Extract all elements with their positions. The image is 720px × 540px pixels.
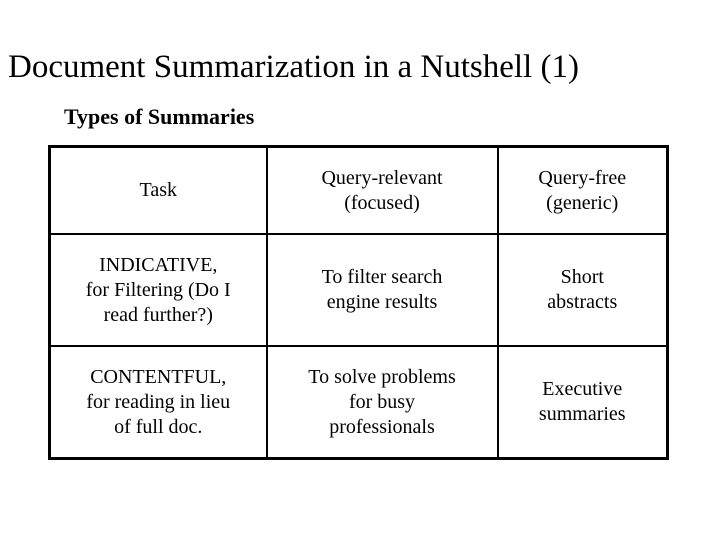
- cell-line: To filter search: [321, 266, 443, 288]
- cell-line: for busy: [348, 390, 416, 413]
- column-header-task: Task: [48, 145, 268, 235]
- cell-line: for reading in lieu: [86, 390, 231, 413]
- cell-query-free-indicative: Short abstracts: [496, 233, 669, 347]
- cell-line: summaries: [538, 403, 626, 425]
- cell-line: engine results: [326, 291, 438, 313]
- column-header-query-free-line1: Query-free: [538, 166, 627, 189]
- column-header-task-label: Task: [139, 179, 177, 201]
- table-row: INDICATIVE, for Filtering (Do I read fur…: [48, 233, 669, 347]
- cell-line: Short: [560, 266, 604, 288]
- column-header-query-free-line2: (generic): [546, 191, 619, 214]
- column-header-query-relevant: Query-relevant (focused): [265, 145, 499, 235]
- cell-line: of full doc.: [114, 415, 203, 438]
- cell-line: CONTENTFUL,: [90, 365, 227, 388]
- section-heading: Types of Summaries: [64, 104, 255, 129]
- table-row: CONTENTFUL, for reading in lieu of full …: [48, 345, 669, 460]
- cell-line: professionals: [329, 415, 435, 438]
- cell-task-indicative: INDICATIVE, for Filtering (Do I read fur…: [48, 233, 268, 347]
- cell-line: abstracts: [547, 291, 618, 313]
- table-header: Task Query-relevant (focused) Query-free…: [48, 145, 669, 235]
- cell-line: To solve problems: [308, 365, 456, 388]
- cell-line: Executive: [542, 378, 623, 400]
- cell-query-relevant-contentful: To solve problems for busy professionals: [265, 345, 499, 460]
- cell-query-free-contentful: Executive summaries: [496, 345, 669, 460]
- cell-line: for Filtering (Do I: [85, 278, 231, 301]
- cell-line: INDICATIVE,: [99, 253, 218, 276]
- column-header-query-relevant-line2: (focused): [344, 191, 420, 214]
- summary-types-table: Task Query-relevant (focused) Query-free…: [48, 145, 669, 460]
- table-body: INDICATIVE, for Filtering (Do I read fur…: [48, 233, 669, 460]
- cell-line: read further?): [103, 303, 213, 326]
- column-header-query-free: Query-free (generic): [496, 145, 669, 235]
- column-header-query-relevant-line1: Query-relevant: [321, 166, 443, 189]
- table-header-row: Task Query-relevant (focused) Query-free…: [48, 145, 669, 235]
- cell-query-relevant-indicative: To filter search engine results: [265, 233, 499, 347]
- cell-task-contentful: CONTENTFUL, for reading in lieu of full …: [48, 345, 268, 460]
- page-title: Document Summarization in a Nutshell (1): [8, 49, 579, 85]
